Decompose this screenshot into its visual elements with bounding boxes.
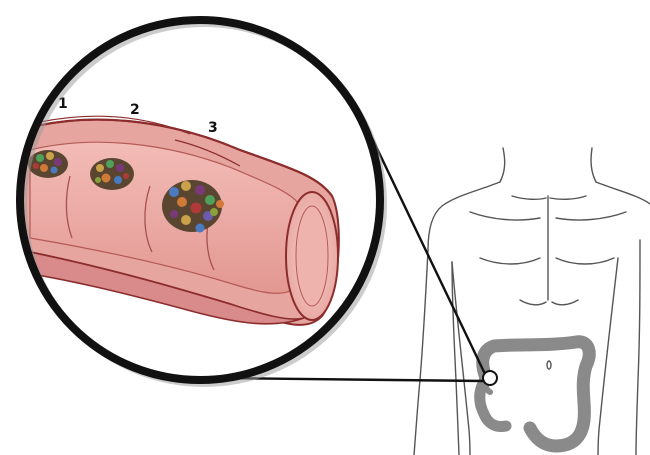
- magnifier-lens: 1 2 3: [20, 20, 384, 384]
- stage-label-3: 3: [208, 120, 218, 136]
- polyp-cluster-2: [90, 158, 134, 190]
- stage-label-2: 2: [130, 102, 140, 118]
- colon-silhouette: [480, 342, 589, 446]
